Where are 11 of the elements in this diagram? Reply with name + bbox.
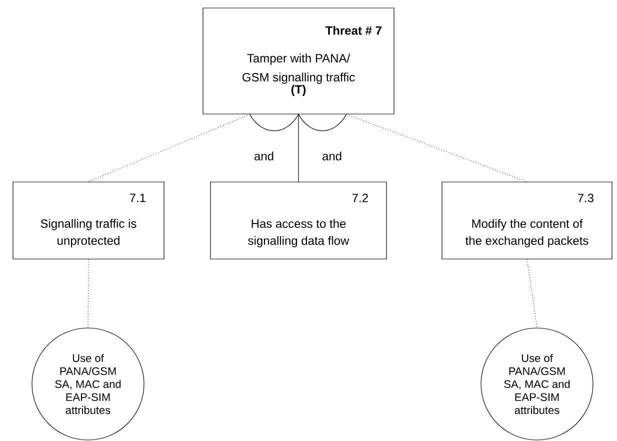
connector-line [526, 259, 538, 328]
connector-line [88, 114, 250, 182]
threat-box: Threat # 7 Tamper with PANA/ GSM signalling traffic (T) [202, 8, 394, 114]
and-label: and [254, 152, 274, 160]
connector-line [346, 114, 528, 182]
sub-threat-box: 7.1 Signalling traffic is unprotected [12, 182, 164, 260]
and-label: and [322, 152, 342, 160]
connector-line [298, 114, 299, 182]
connector-line [88, 259, 89, 328]
sub-threat-box: 7.3 Modify the content of the exchanged packets [442, 182, 612, 260]
sub-threat-box: 7.2 Has access to the signalling data flow [210, 182, 387, 260]
